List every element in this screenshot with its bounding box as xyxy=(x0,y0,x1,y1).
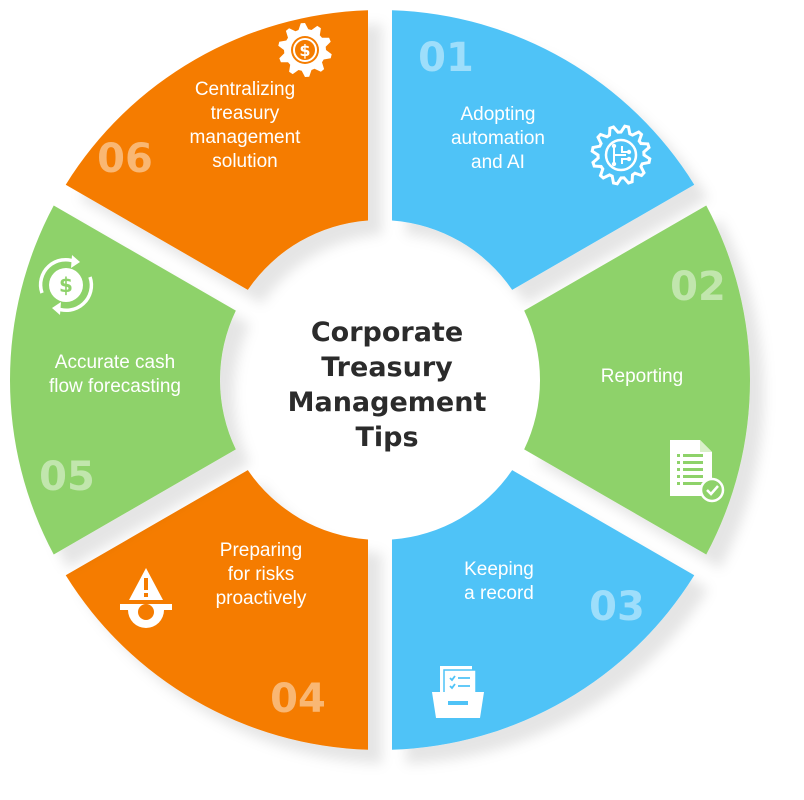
report-document-icon xyxy=(670,440,725,503)
segment-shape xyxy=(391,10,695,290)
risk-warning-icon xyxy=(120,568,172,628)
file-folder-icon xyxy=(432,666,484,718)
segment-04 xyxy=(65,470,369,750)
segment-label-line: and AI xyxy=(471,152,525,173)
segment-label-line: Accurate cash xyxy=(55,352,175,373)
center-title: Corporate Treasury Management Tips xyxy=(288,317,487,453)
segment-label-line: Centralizing xyxy=(195,79,295,100)
segment-label-line: a record xyxy=(464,583,534,604)
segment-label-line: Preparing xyxy=(220,540,302,561)
segment-label-line: proactively xyxy=(216,588,307,609)
segment-number: 01 xyxy=(418,35,474,81)
segment-number: 02 xyxy=(670,264,726,310)
cash-cycle-icon: $ xyxy=(38,255,94,315)
svg-text:$: $ xyxy=(59,273,73,297)
segment-label-line: treasury xyxy=(211,103,280,124)
segment-label-line: management xyxy=(190,127,302,148)
segment-number: 06 xyxy=(97,136,153,182)
center-title-line: Management xyxy=(288,387,487,418)
segment-shape xyxy=(65,470,369,750)
segment-06 xyxy=(65,10,369,290)
segment-label-line: flow forecasting xyxy=(49,376,181,397)
segment-number: 03 xyxy=(589,584,645,630)
segment-label-line: Keeping xyxy=(464,559,534,580)
segment-label-line: solution xyxy=(212,151,278,172)
segment-number: 05 xyxy=(39,454,95,500)
center-title-line: Tips xyxy=(355,422,418,453)
segment-01 xyxy=(391,10,695,290)
center-title-line: Treasury xyxy=(321,352,453,383)
segment-number: 04 xyxy=(270,676,326,722)
svg-text:$: $ xyxy=(299,41,310,60)
center-title-line: Corporate xyxy=(311,317,463,348)
segment-label-line: Reporting xyxy=(601,366,683,387)
segment-shape xyxy=(65,10,369,290)
segment-label-line: for risks xyxy=(228,564,295,585)
segment-label-line: automation xyxy=(451,128,545,149)
money-gear-icon: $ xyxy=(278,23,332,77)
ai-gear-icon xyxy=(590,124,652,186)
segment-label-line: Adopting xyxy=(460,104,535,125)
